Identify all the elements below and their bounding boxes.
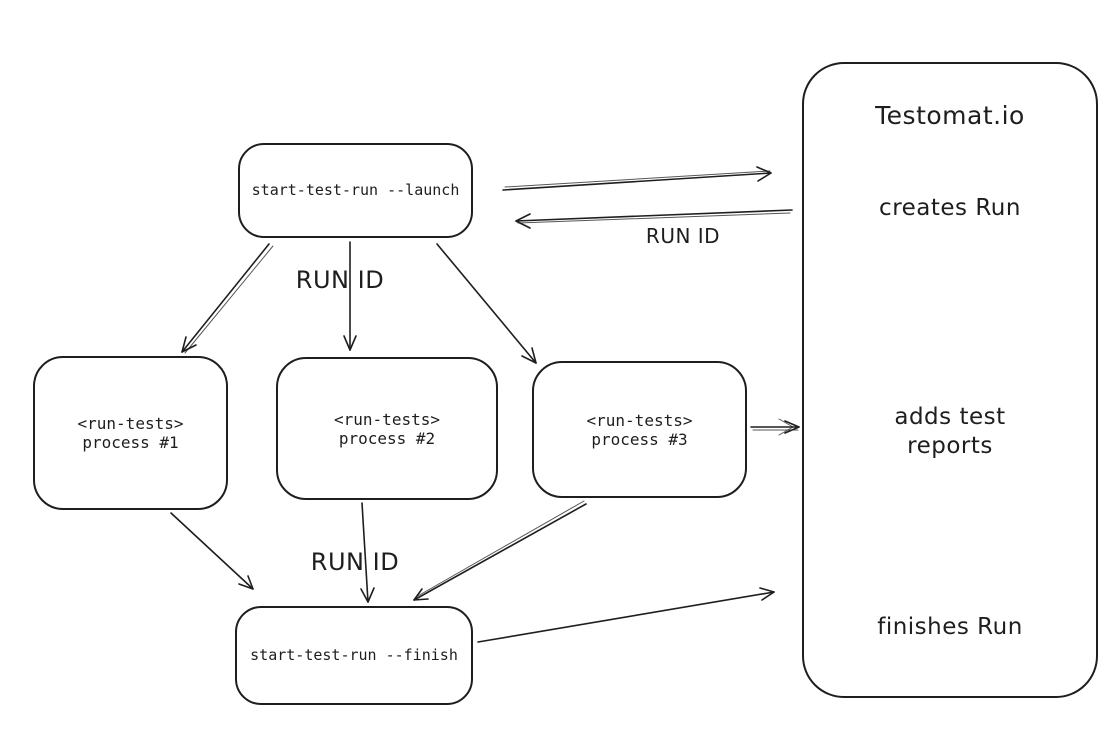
node-testomat-io: Testomat.io creates Run adds test report… bbox=[802, 62, 1098, 698]
arrow-shaft-echo bbox=[184, 245, 274, 354]
process3-line1: <run-tests> bbox=[586, 410, 693, 430]
node-start-test-run-finish: start-test-run --finish bbox=[235, 606, 473, 705]
arrow-launch-to-testomat bbox=[502, 166, 772, 191]
node-finish-label: start-test-run --finish bbox=[250, 646, 458, 664]
arrow-launch-to-process3 bbox=[436, 243, 537, 364]
node-process1-label: <run-tests>process #1 bbox=[78, 414, 184, 452]
testomat-title: Testomat.io bbox=[875, 101, 1025, 130]
arrow-shaft bbox=[436, 243, 537, 364]
arrow-launch-to-process1 bbox=[181, 243, 274, 354]
arrow-head bbox=[238, 575, 254, 590]
node-run-tests-process-2: <run-tests>process #2 bbox=[276, 357, 498, 500]
arrow-shaft bbox=[181, 243, 270, 353]
arrow-head bbox=[521, 347, 537, 364]
arrow-head bbox=[515, 213, 531, 229]
arrow-shaft bbox=[361, 502, 369, 603]
arrow-shaft bbox=[477, 591, 775, 643]
node-launch-label: start-test-run --launch bbox=[251, 181, 460, 199]
arrow-shaft bbox=[502, 172, 772, 191]
edge-label-run-id-top: RUN ID bbox=[645, 224, 721, 248]
node-process3-label: <run-tests>process #3 bbox=[587, 411, 693, 449]
arrow-head bbox=[181, 336, 197, 353]
arrow-shaft-echo bbox=[415, 500, 585, 598]
process1-line2: process #1 bbox=[82, 433, 179, 452]
arrow-head bbox=[343, 335, 357, 351]
testomat-step-creates-run: creates Run bbox=[879, 195, 1021, 221]
arrow-shaft bbox=[170, 512, 254, 590]
testomat-step-adds-test-reports: adds test reports bbox=[804, 403, 1096, 461]
arrow-head bbox=[759, 587, 775, 601]
testomat-step-finishes-run: finishes Run bbox=[877, 614, 1023, 640]
arrow-launch-to-process2 bbox=[343, 241, 357, 351]
arrow-head bbox=[784, 420, 800, 434]
node-run-tests-process-3: <run-tests>process #3 bbox=[532, 361, 747, 498]
node-run-tests-process-1: <run-tests>process #1 bbox=[33, 356, 228, 510]
node-start-test-run-launch: start-test-run --launch bbox=[238, 143, 473, 238]
process3-line2: process #3 bbox=[591, 429, 688, 449]
process2-line2: process #2 bbox=[338, 428, 436, 448]
arrow-finish-to-testomat bbox=[477, 587, 775, 643]
arrow-shaft-echo bbox=[517, 212, 791, 224]
arrow-testomat-to-launch bbox=[515, 209, 793, 229]
arrow-head-echo bbox=[778, 418, 794, 436]
arrow-shaft-echo bbox=[504, 170, 771, 188]
arrow-process1-to-finish bbox=[170, 512, 254, 590]
arrow-shaft bbox=[413, 503, 587, 601]
arrow-process3-to-testomat bbox=[750, 418, 800, 436]
arrow-process3-to-finish bbox=[413, 500, 587, 601]
adds-line1: adds test bbox=[894, 404, 1006, 430]
arrow-process2-to-finish bbox=[360, 502, 375, 603]
process2-line1: <run-tests> bbox=[334, 409, 440, 429]
arrow-shaft bbox=[515, 209, 793, 222]
adds-line2: reports bbox=[907, 433, 993, 459]
edge-label-run-id-bottom: RUN ID bbox=[310, 548, 400, 576]
arrow-head bbox=[413, 588, 429, 601]
node-process2-label: <run-tests>process #2 bbox=[334, 410, 440, 448]
edge-label-run-id-middle: RUN ID bbox=[295, 266, 385, 294]
process1-line1: <run-tests> bbox=[77, 414, 184, 433]
arrow-head bbox=[756, 166, 772, 182]
arrow-head bbox=[360, 587, 375, 603]
